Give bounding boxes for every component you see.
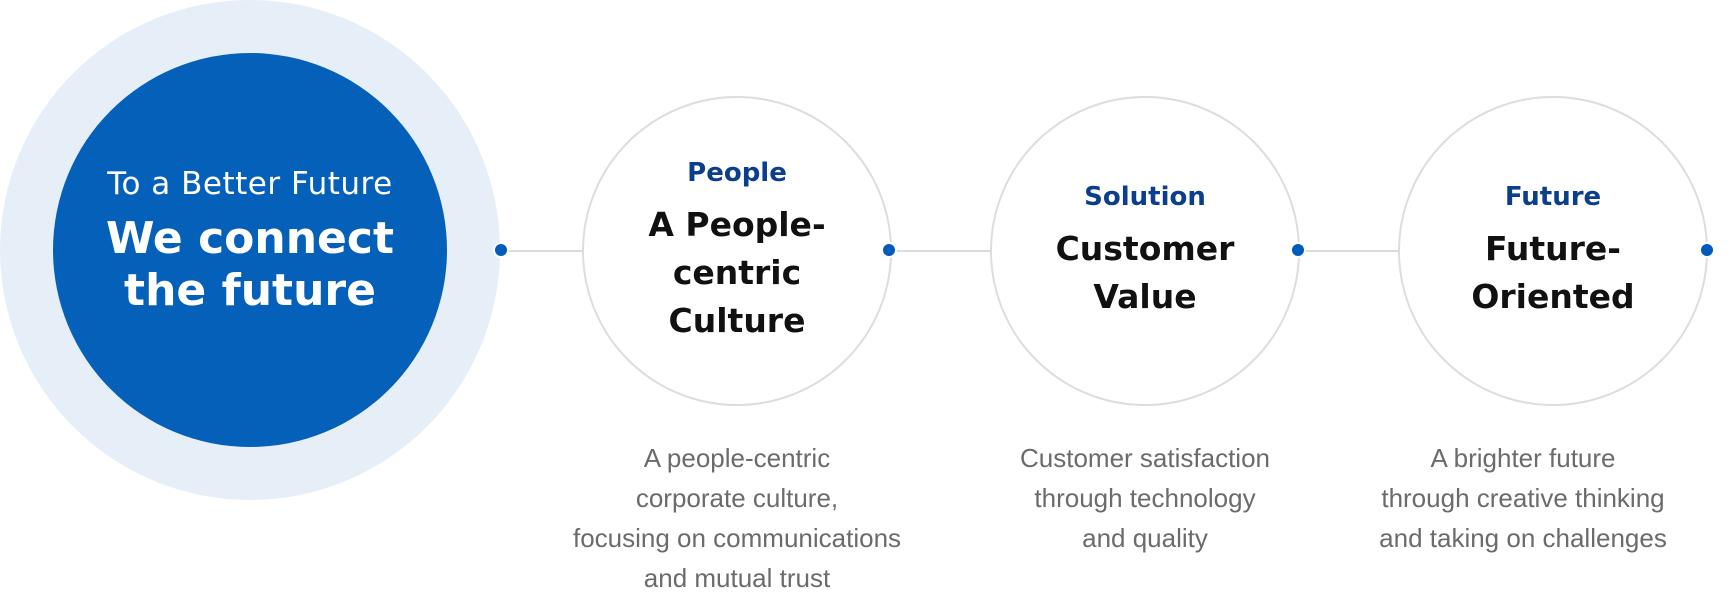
- connector-line-3: [1305, 250, 1400, 252]
- value-heading-line-1: Future-: [1484, 229, 1621, 268]
- description-line: and quality: [1082, 523, 1208, 553]
- description-line: and taking on challenges: [1379, 523, 1667, 553]
- value-category-people: People: [687, 158, 787, 188]
- value-heading-line-2: Culture: [668, 301, 806, 340]
- value-heading-line-1: Customer: [1055, 229, 1235, 268]
- value-heading-line-1: A People-centric: [648, 205, 826, 292]
- connector-line-2: [895, 250, 995, 252]
- value-heading-people: A People-centric Culture: [587, 201, 887, 345]
- value-circle-solution: Solution Customer Value: [990, 96, 1300, 406]
- value-heading-future: Future- Oriented: [1403, 225, 1703, 321]
- description-line: Customer satisfaction: [1020, 443, 1270, 473]
- value-description-people: A people-centric corporate culture, focu…: [547, 438, 927, 598]
- value-circle-people: People A People-centric Culture: [582, 96, 892, 406]
- value-category-future: Future: [1504, 182, 1602, 212]
- value-heading-line-2: Oriented: [1471, 277, 1635, 316]
- connector-line-1: [505, 250, 585, 252]
- hero-title-line-1: We connect: [105, 213, 395, 264]
- hero-subtitle: To a Better Future: [107, 166, 393, 202]
- hero-title: We connect the future: [80, 213, 420, 317]
- hero-title-line-2: the future: [124, 265, 376, 316]
- value-heading-line-2: Value: [1093, 277, 1197, 316]
- description-line: through technology: [1034, 483, 1256, 513]
- value-category-solution: Solution: [1084, 182, 1206, 212]
- description-line: A brighter future: [1430, 443, 1616, 473]
- description-line: through creative thinking: [1381, 483, 1665, 513]
- value-heading-solution: Customer Value: [995, 225, 1295, 321]
- value-description-solution: Customer satisfaction through technology…: [955, 438, 1335, 558]
- connector-dot-4: [1699, 242, 1715, 258]
- description-line: A people-centric: [643, 443, 831, 473]
- description-line: corporate culture,: [635, 483, 839, 513]
- connector-dot-1: [493, 242, 509, 258]
- connector-dot-3: [1290, 242, 1306, 258]
- description-line: and mutual trust: [643, 563, 831, 593]
- connector-dot-2: [881, 242, 897, 258]
- value-circle-future: Future Future- Oriented: [1398, 96, 1708, 406]
- value-description-future: A brighter future through creative think…: [1333, 438, 1713, 558]
- hero-circle: To a Better Future We connect the future: [53, 53, 447, 447]
- description-line: focusing on communications: [572, 523, 902, 553]
